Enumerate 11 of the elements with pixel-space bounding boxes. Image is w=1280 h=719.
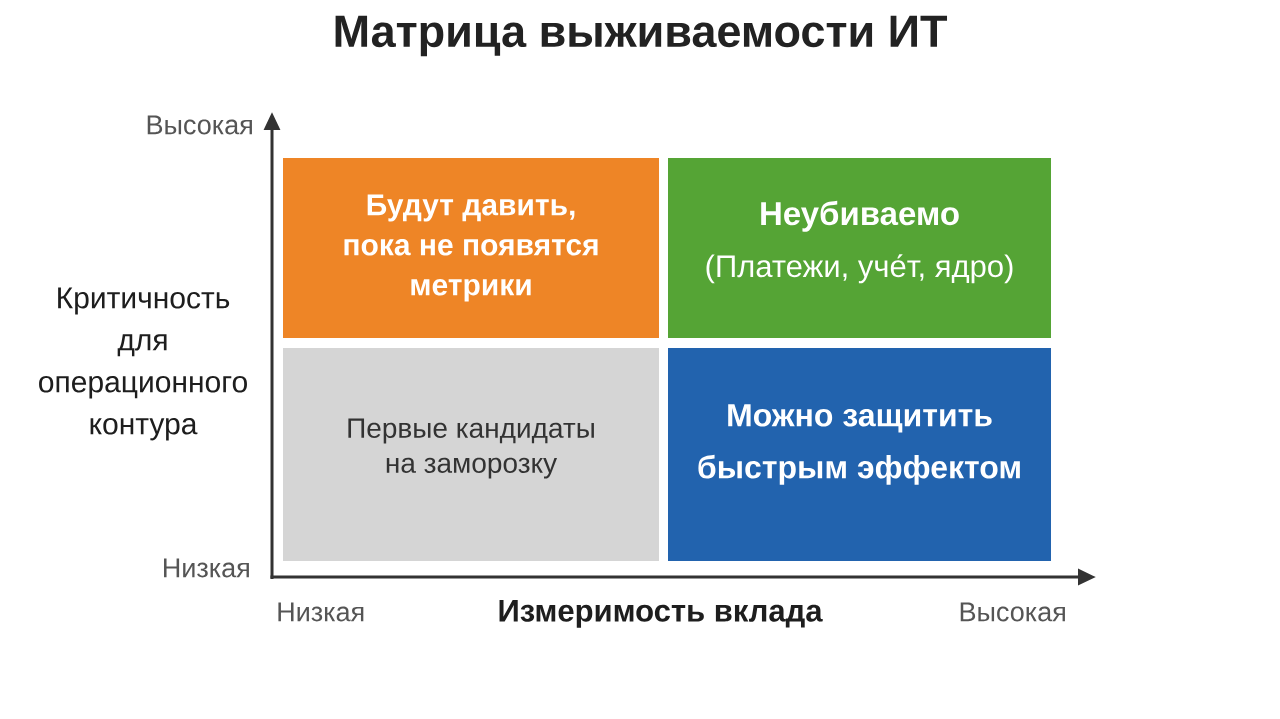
axis-end-label: Высокая	[147, 115, 252, 135]
axis-end-label: Высокая	[960, 602, 1065, 622]
axis-title: Измеримость вклада	[499, 600, 823, 628]
quadrant-box: Будут давить, пока не появятся метрики	[283, 158, 659, 338]
axis-title: Критичность для операционного контура	[39, 287, 247, 441]
quadrant-box: Можно защитить быстрым эффектом	[668, 348, 1051, 561]
quadrant-box: Неубиваемо (Платежи, уче́т, ядро)	[668, 158, 1051, 338]
title: Матрица выживаемости ИТ	[335, 15, 947, 57]
axis-end-label: Низкая	[278, 602, 364, 622]
axis-end-label: Низкая	[164, 558, 249, 578]
quadrant-box: Первые кандидаты на заморозку	[283, 348, 659, 561]
